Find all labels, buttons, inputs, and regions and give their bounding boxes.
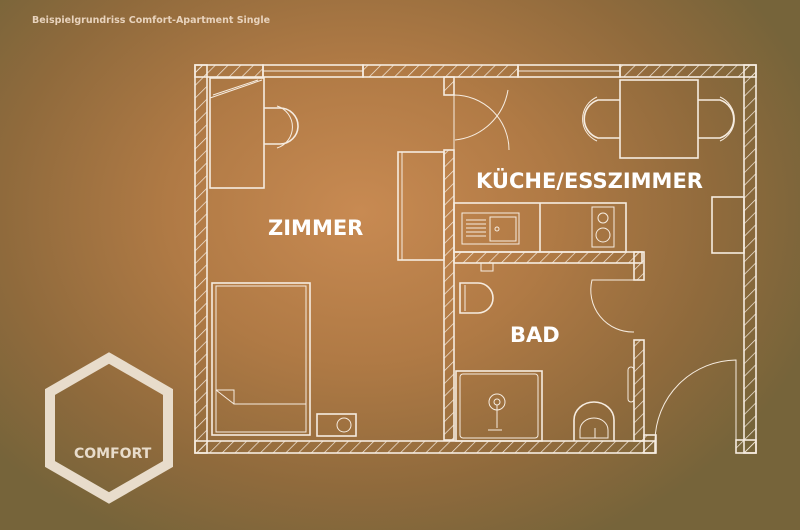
entrance-door [654,359,737,442]
room-label-bad: BAD [510,323,560,347]
outer-walls [194,64,757,454]
desk [209,77,299,189]
room-label-kueche: KÜCHE/ESSZIMMER [476,168,703,193]
nightstand [316,413,357,437]
comfort-badge-label: COMFORT [74,446,152,462]
room-label-zimmer: ZIMMER [268,216,363,240]
dining-table [582,79,735,159]
interior-walls [443,76,657,454]
hexagon-icon [45,352,173,504]
bed [211,282,311,436]
floorplan-caption: Beispielgrundriss Comfort-Apartment Sing… [32,15,271,26]
bathroom-fixtures [455,262,635,442]
kitchen-counter [453,202,627,253]
cabinet [711,196,745,254]
wardrobe [397,151,445,261]
